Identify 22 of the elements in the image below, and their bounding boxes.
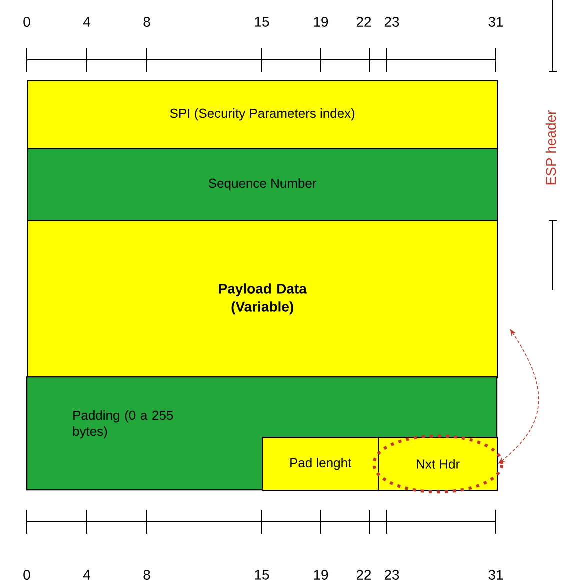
field-band: Payload Data (Variable) [27, 220, 498, 378]
bit-number: 23 [384, 17, 400, 27]
bit-number: 0 [24, 17, 30, 27]
bit-number: 23 [384, 570, 400, 580]
field-band: SPI (Security Parameters index) [27, 80, 498, 150]
bit-number: 22 [356, 570, 372, 580]
bit-number: 22 [356, 17, 372, 27]
bit-number: 31 [488, 570, 504, 580]
field-box: Nxt Hdr [378, 437, 498, 492]
bit-number: 8 [144, 570, 150, 580]
field-box: Pad lenght [262, 437, 380, 492]
section-label: ESP header [546, 110, 556, 185]
bit-number: 15 [255, 570, 270, 580]
bit-number: 15 [255, 17, 270, 27]
bit-number: 0 [24, 570, 30, 580]
field-band: Sequence Number [27, 148, 498, 222]
bit-number: 4 [83, 17, 90, 27]
bit-number: 19 [314, 17, 328, 27]
bit-number: 4 [83, 570, 90, 580]
bit-number: 31 [488, 17, 504, 27]
bit-number: 19 [314, 570, 328, 580]
bit-number: 8 [144, 17, 150, 27]
